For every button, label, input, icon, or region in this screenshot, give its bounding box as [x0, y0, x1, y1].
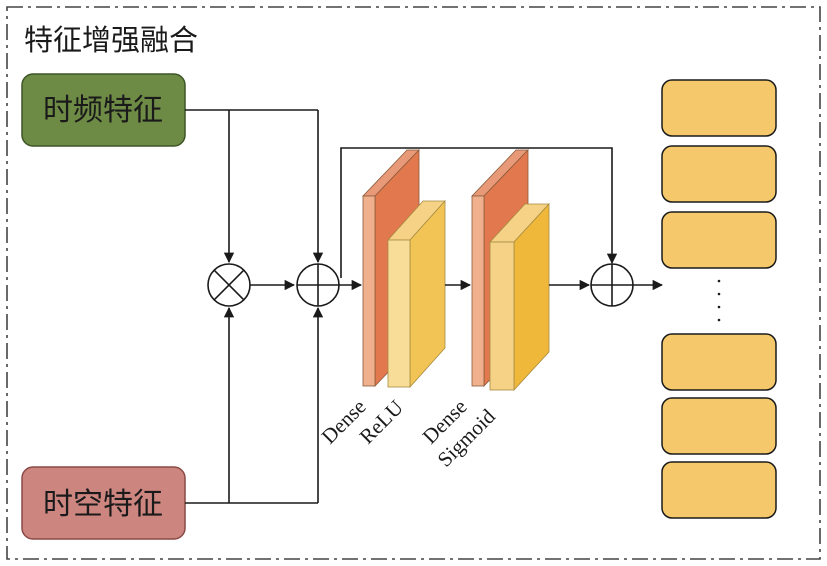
sigmoid-layer	[489, 202, 550, 392]
module-frame	[6, 6, 821, 560]
output-token	[661, 79, 777, 137]
freq-connectors	[185, 109, 324, 264]
skip-connection	[340, 147, 618, 278]
output-tokens	[661, 79, 777, 519]
add-icon-output	[590, 263, 634, 307]
output-ellipsis	[717, 279, 721, 322]
relu-layer	[387, 199, 446, 389]
output-token	[661, 397, 777, 455]
multiply-icon	[207, 263, 251, 307]
spatial-feature-label: 时空特征	[43, 487, 163, 522]
spatial-connectors	[185, 306, 324, 504]
output-token	[661, 461, 777, 519]
output-token	[661, 211, 777, 269]
module-title: 特征增强融合	[24, 23, 198, 57]
output-token	[661, 145, 777, 203]
add-icon	[296, 263, 340, 307]
relu-label: ReLU	[355, 395, 408, 448]
freq-feature-label: 时频特征	[43, 93, 163, 128]
output-token	[661, 333, 777, 391]
